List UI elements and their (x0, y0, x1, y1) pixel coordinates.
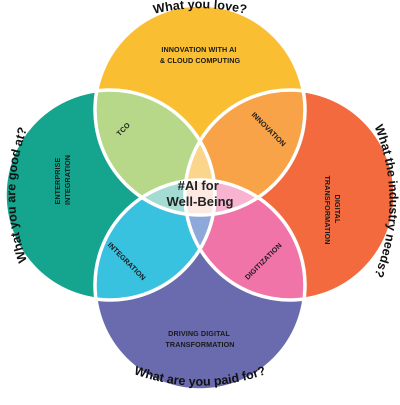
top-circle-label: INNOVATION WITH AI & CLOUD COMPUTING (160, 45, 241, 65)
center-label-line2: Well-Being (167, 194, 234, 209)
left-circle-label: ENTERPRISE INTEGRATION (53, 155, 72, 205)
left-circle-label-line2: INTEGRATION (63, 155, 72, 205)
right-circle-label-line2: TRANSFORMATION (323, 175, 332, 244)
bottom-circle-label-line1: DRIVING DIGITAL (168, 329, 230, 338)
bottom-circle-label-line2: TRANSFORMATION (165, 340, 234, 349)
question-top: What you love? (152, 0, 248, 17)
top-circle-label-line2: & CLOUD COMPUTING (160, 56, 241, 65)
top-circle-label-line1: INNOVATION WITH AI (161, 45, 236, 54)
left-circle-label-line1: ENTERPRISE (53, 157, 62, 204)
bottom-circle-label: DRIVING DIGITAL TRANSFORMATION (165, 329, 234, 349)
center-label-line1: #AI for (178, 178, 219, 193)
center-label: #AI for Well-Being (167, 178, 234, 209)
right-circle-label-line1: DIGITAL (333, 195, 342, 224)
right-circle-label: DIGITAL TRANSFORMATION (323, 175, 342, 244)
